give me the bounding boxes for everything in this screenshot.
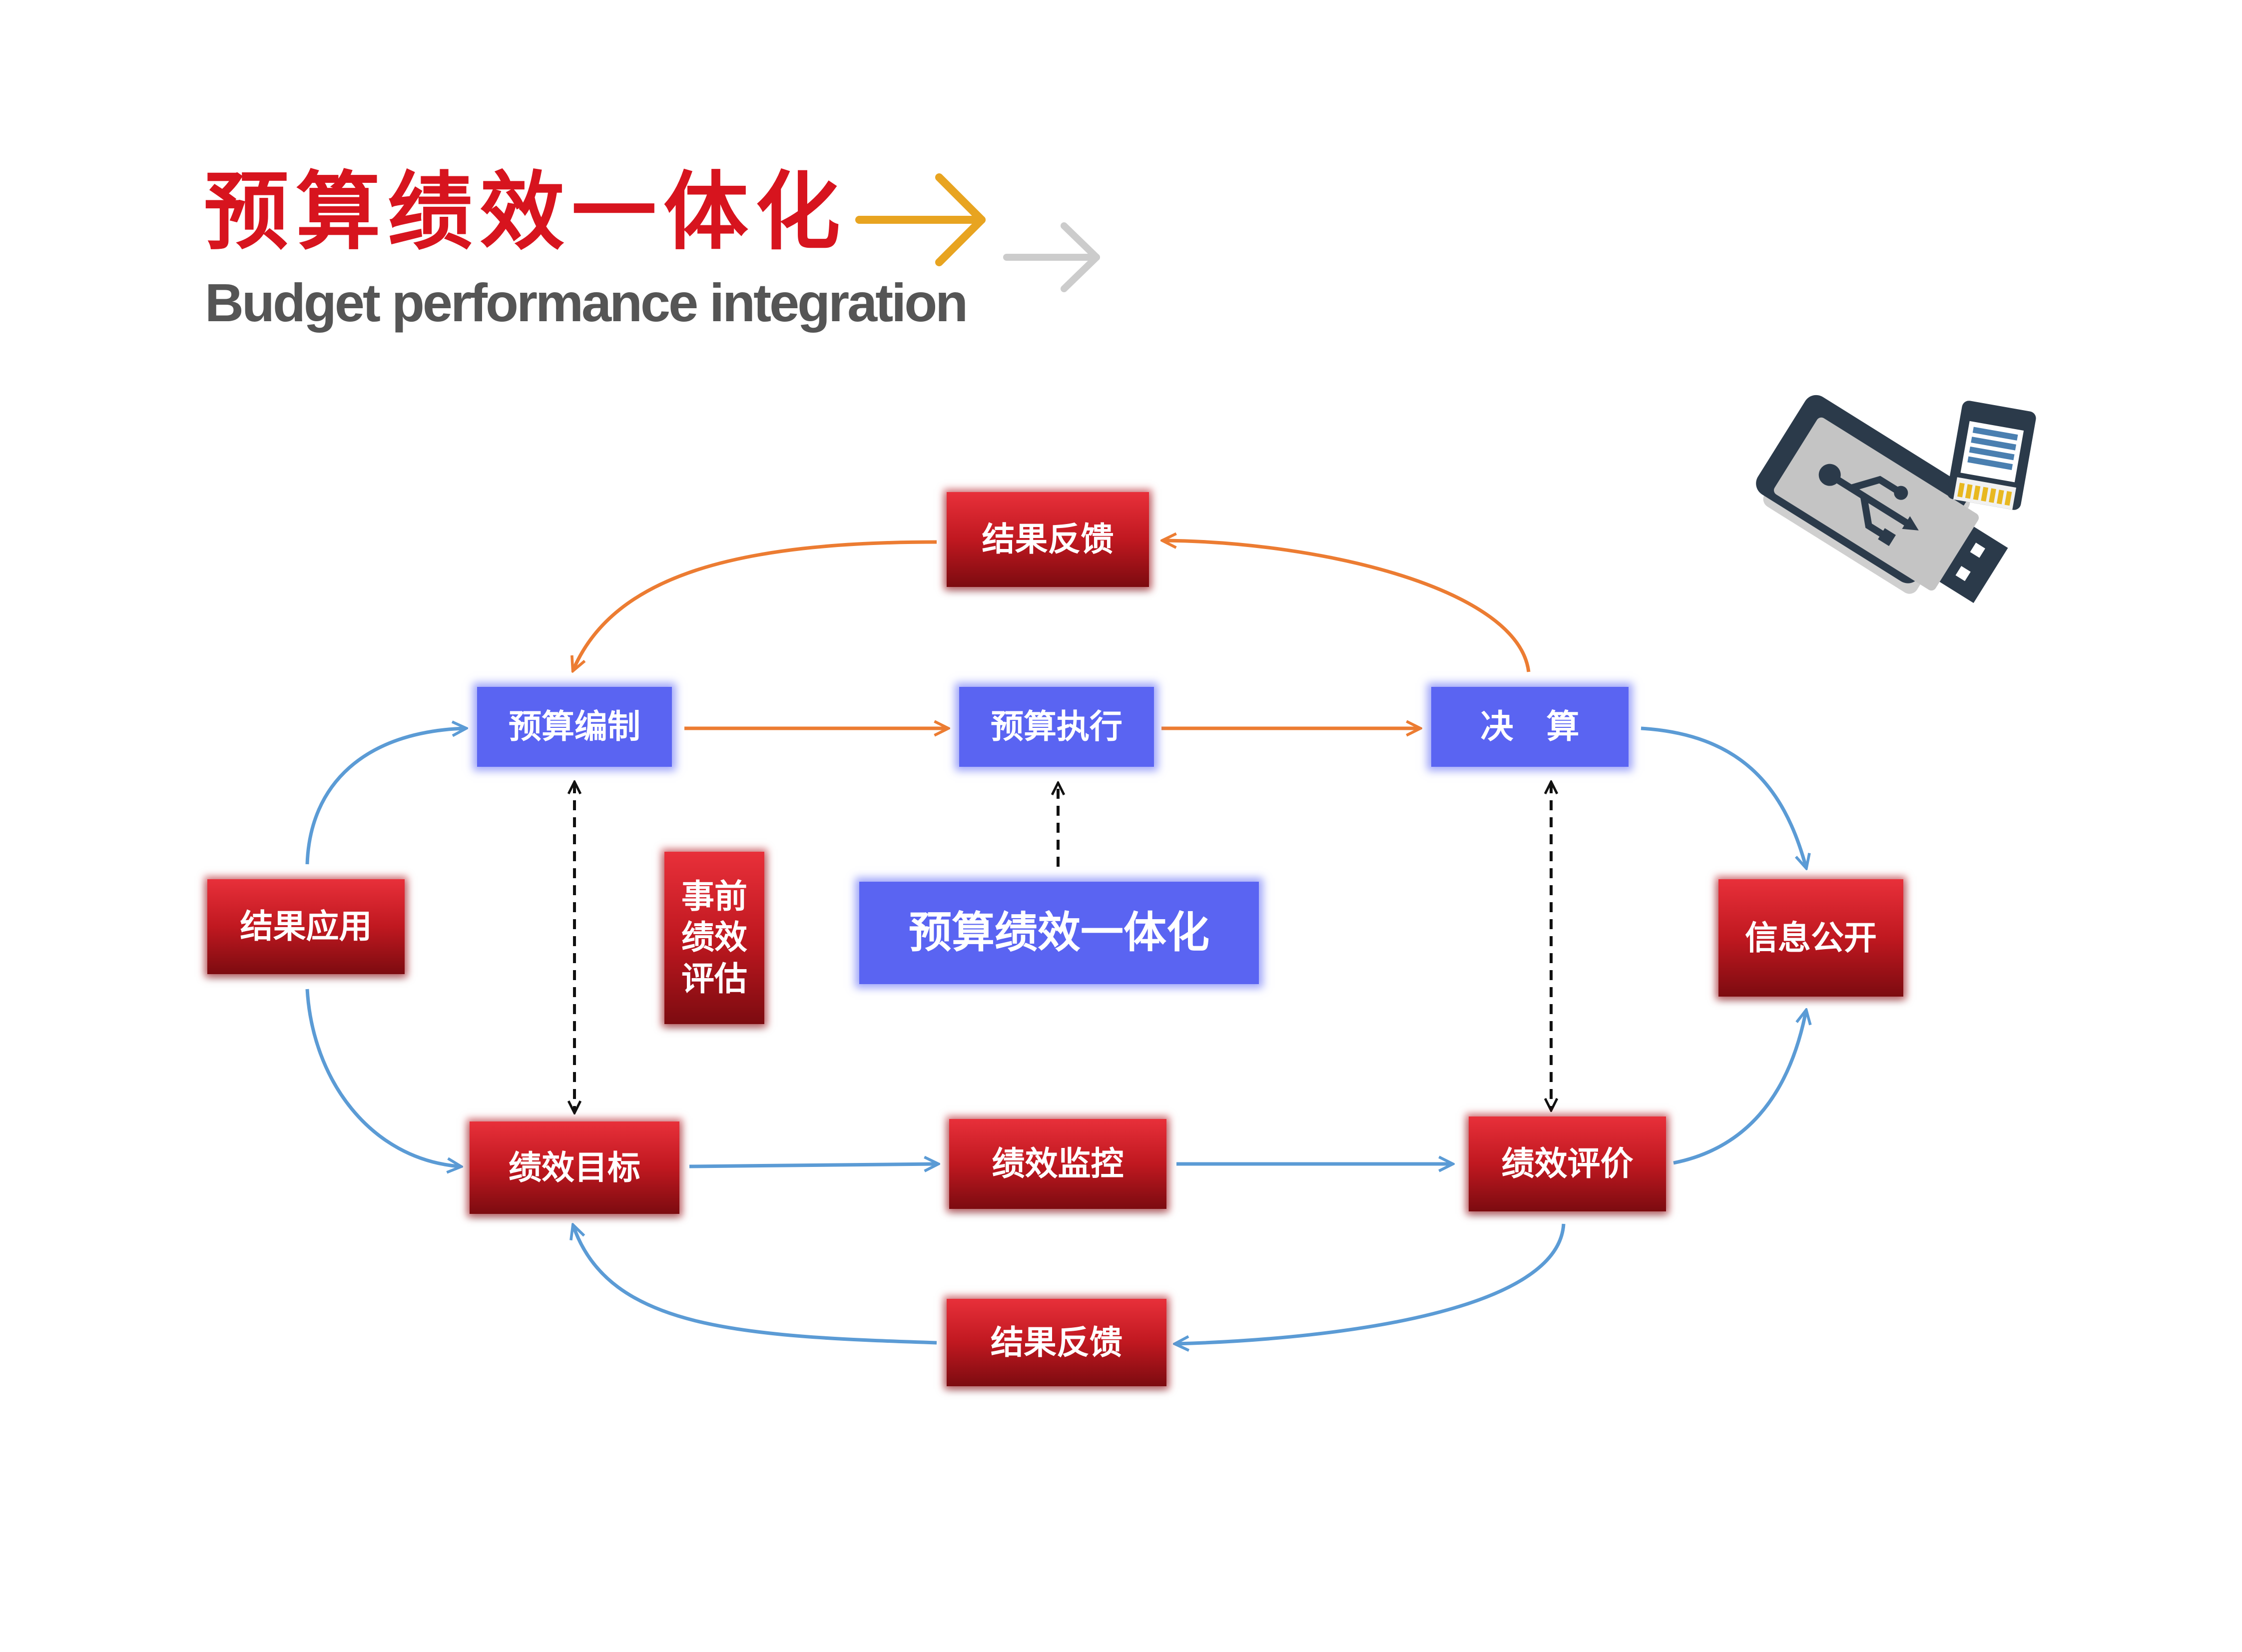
node-info-public: 信息公开: [1718, 879, 1903, 997]
flow-eval-to-feedback: [1176, 1223, 1566, 1344]
node-pre-eval: 事前绩效评估: [664, 852, 764, 1024]
flow-account-to-feedback: [1164, 541, 1531, 672]
node-budget-exec: 预算执行: [959, 687, 1154, 767]
node-center: 预算绩效一体化: [859, 882, 1259, 984]
title-arrow-orange-icon: [855, 173, 986, 266]
flow-target-to-monitor: [689, 1164, 937, 1166]
flow-feedback-to-target: [573, 1226, 937, 1345]
flow-feedback-to-prep: [573, 540, 937, 669]
flow-eval-to-public: [1673, 1012, 1806, 1165]
node-feedback-top: 结果反馈: [947, 492, 1149, 587]
node-final-account: 决 算: [1431, 687, 1629, 767]
node-feedback-bottom: 结果反馈: [947, 1299, 1166, 1386]
title-arrow-gray-icon: [1003, 222, 1100, 292]
page-subtitle: Budget performance integration: [205, 272, 968, 333]
node-result-apply: 结果应用: [207, 879, 405, 974]
page-title: 预算绩效一体化: [204, 163, 848, 262]
flow-account-to-public: [1641, 726, 1806, 867]
node-perf-target: 绩效目标: [470, 1121, 679, 1214]
flow-apply-to-prep: [305, 728, 465, 865]
node-budget-prep: 预算编制: [477, 687, 672, 767]
node-perf-monitor: 绩效监控: [949, 1119, 1166, 1209]
flow-apply-to-target: [305, 989, 460, 1166]
usb-drive-and-sd-card-icon: [1756, 395, 2036, 603]
node-perf-eval: 绩效评价: [1469, 1116, 1666, 1211]
